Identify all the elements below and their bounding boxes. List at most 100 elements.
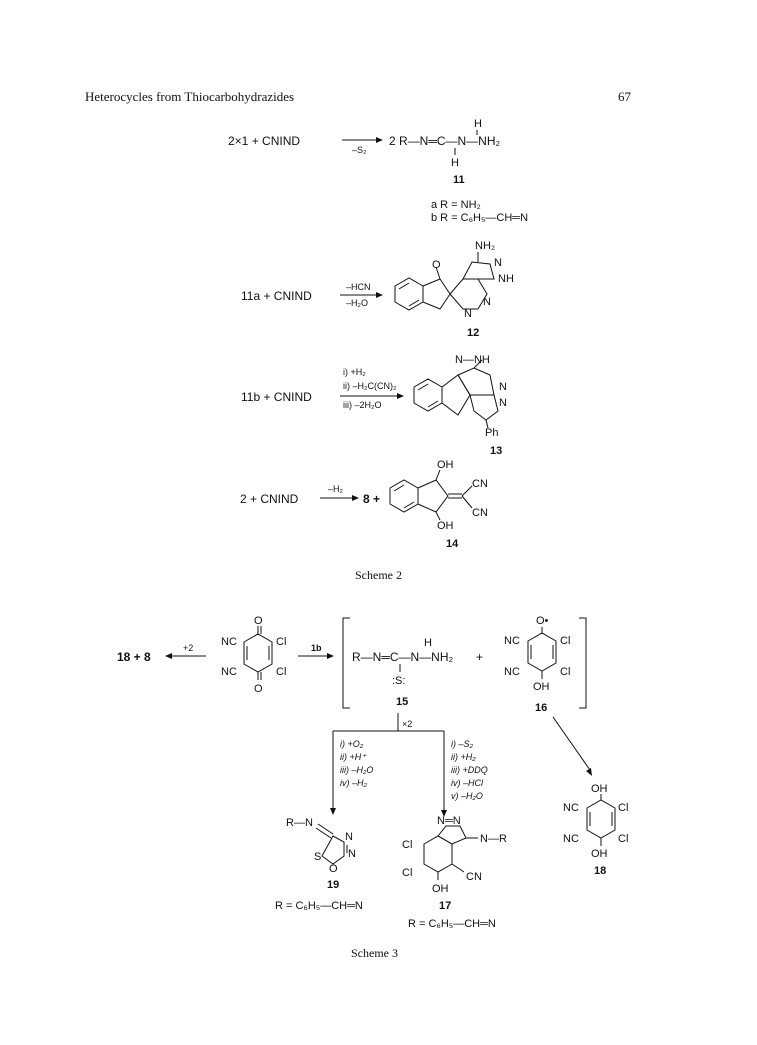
ddq-cl-bottom: Cl [276,666,286,678]
c15-thione-s: :S: [392,675,405,687]
cond-right-1: i) –S₂ [451,739,474,749]
r3-n1: N [499,381,507,393]
c15-h: H [424,637,432,649]
compound-label-12: 12 [467,327,479,339]
structure-14 [389,469,473,521]
compound-label-16: 16 [535,702,547,714]
c19-s: S [314,851,321,863]
cond-left-2: ii) +H⁺ [340,752,367,762]
c18-nc-bottom: NC [563,833,579,845]
r4-oh-bottom: OH [437,520,454,532]
reaction-2: 11a + CNIND –HCN –H₂O NH₂ O N NH N N 12 [241,240,514,339]
r2-condition-2: –H₂O [346,298,368,308]
structure-12 [394,252,495,311]
compound-label-19: 19 [327,879,339,891]
compound-label-14: 14 [446,538,459,550]
reaction-1: 2×1 + CNIND –S₂ 2 R—N═C—N—NH₂ H H 11 a R… [228,118,528,224]
c19-r-n: R—N [286,817,313,829]
compound-15-formula: R—N═C—N—NH₂ [352,650,453,664]
r2-nh: NH [498,273,514,285]
c18-oh-top: OH [591,783,608,795]
r4-oh-top: OH [437,459,454,471]
ddq-o-top: O [254,615,263,627]
r3-reactants: 11b + CNIND [241,390,312,404]
s3-left-condition: +2 [183,643,193,653]
r1-h-top: H [474,118,482,130]
c16-nc-top: NC [504,635,520,647]
structure-16 [527,627,557,679]
r-definition-b: b R = C₆H₅—CH═N [431,212,528,224]
scheme-3-caption: Scheme 3 [351,946,398,960]
c18-cl-top: Cl [618,802,628,814]
r3-condition-1: i) +H₂ [343,367,366,377]
ddq-nc-bottom: NC [221,666,237,678]
r4-cn-top: CN [472,478,488,490]
ddq-cl-top: Cl [276,636,286,648]
c19-o: O [329,863,338,875]
r3-phenyl: Ph [485,427,498,439]
c17-r-definition: R = C₆H₅—CH═N [408,918,496,930]
compound-label-11: 11 [453,174,465,186]
r3-condition-3: iii) –2H₂O [343,400,382,410]
r3-condition-2: ii) –H₂C(CN)₂ [343,381,397,391]
structure-13 [413,359,499,429]
cond-right-5: v) –H₂O [451,791,483,801]
c18-oh-bottom: OH [591,848,608,860]
compound-label-15: 15 [396,696,408,708]
structure-19 [315,823,348,865]
r2-n3: N [464,308,472,320]
r2-nh2: NH₂ [475,240,495,252]
reaction-3: 11b + CNIND i) +H₂ ii) –H₂C(CN)₂ iii) –2… [241,354,507,457]
c19-n2: N [348,848,356,860]
r1-reactants: 2×1 + CNIND [228,134,300,148]
r2-n2: N [483,296,491,308]
reaction-4: 2 + CNIND –H₂ 8 + OH OH CN CN 14 [240,459,488,550]
r1-condition: –S₂ [352,145,367,155]
r2-reactants: 11a + CNIND [241,289,312,303]
c19-n1: N [345,831,353,843]
cond-right-2: ii) +H₂ [451,752,476,762]
c16-oh: OH [533,681,550,693]
r4-cn-bottom: CN [472,507,488,519]
compound-label-13: 13 [490,445,502,457]
cond-right-4: iv) –HCl [451,778,484,788]
c16-radical-o: O• [536,615,549,627]
s3-arrow-1b: 1b [311,643,322,653]
r4-condition: –H₂ [328,484,344,494]
c16-cl-bottom: Cl [560,666,570,678]
r1-product: 2 R—N═C—N—NH₂ [389,134,501,148]
s3-left-products: 18 + 8 [117,650,151,664]
running-title: Heterocycles from Thiocarbohydrazides [85,89,295,104]
ddq-nc-top: NC [221,636,237,648]
c16-cl-top: Cl [560,635,570,647]
scheme-3-branches: ×2 [330,713,592,817]
scheme-3-top-row: 18 + 8 +2 O O NC NC Cl Cl 1b R—N═C—N—NH₂… [117,615,587,714]
r4-reactants: 2 + CNIND [240,492,299,506]
r3-n-nh: N—NH [455,354,490,366]
r2-n1: N [494,257,502,269]
ddq-o-bottom: O [254,683,263,695]
r2-condition-1: –HCN [346,282,371,292]
c17-n-r: N—R [480,833,507,845]
cond-left-3: iii) –H₂O [340,765,373,775]
page-number: 67 [618,89,631,104]
r2-carbonyl-o: O [432,259,441,271]
r3-n2: N [499,397,507,409]
cond-left-1: i) +O₂ [340,739,364,749]
cond-right-3: iii) +DDQ [451,765,488,775]
c17-oh: OH [432,883,449,895]
s3-times-2: ×2 [402,719,412,729]
r4-intermediate: 8 + [363,492,380,506]
c15-plus: + [476,650,483,664]
compound-label-18: 18 [594,865,606,877]
c17-cn: CN [466,871,482,883]
c18-nc-top: NC [563,802,579,814]
r1-h-bottom: H [451,157,459,169]
compound-label-17: 17 [439,900,451,912]
cond-left-4: iv) –H₂ [340,778,368,788]
c19-r-definition: R = C₆H₅—CH═N [275,900,363,912]
structure-18 [586,794,616,846]
c17-n-n: N═N [437,815,461,827]
c17-cl-bottom: Cl [402,867,412,879]
